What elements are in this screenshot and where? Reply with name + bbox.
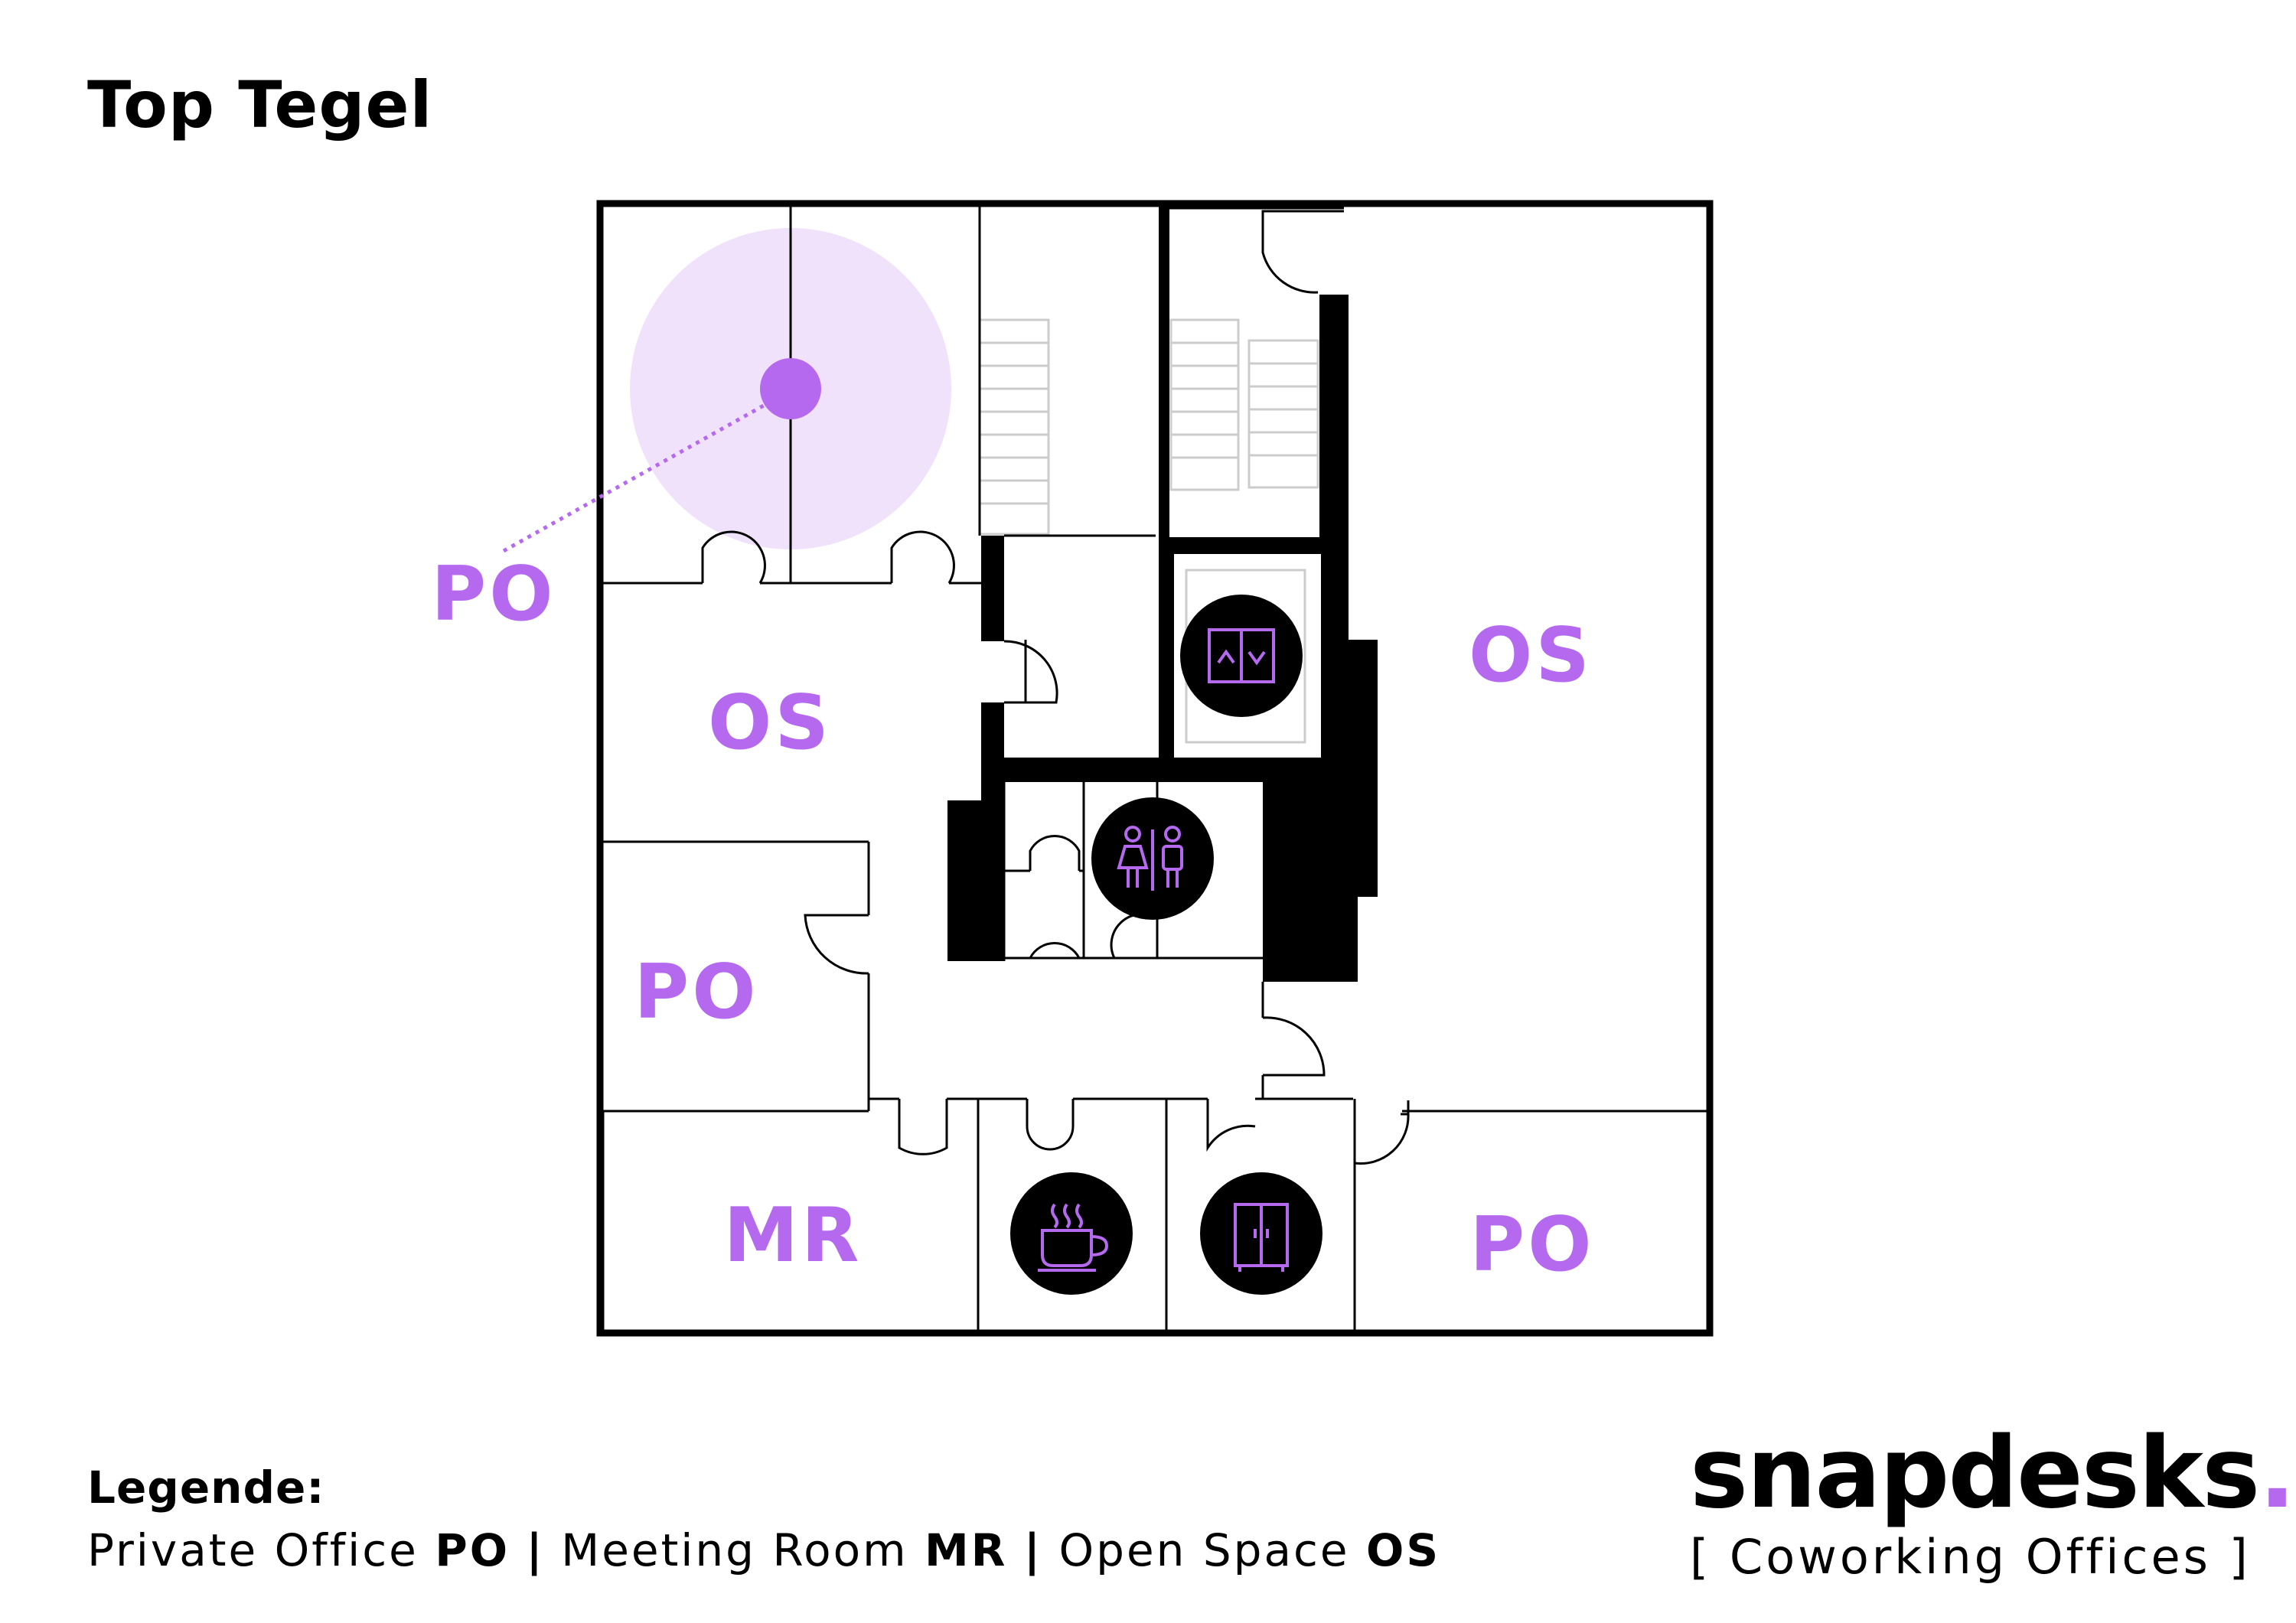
legend-title: Legende: [87,1462,325,1514]
brand-name: snapdesks. [1690,1425,2296,1523]
brand-logo: snapdesks. [ Coworking Offices ] [1690,1425,2296,1586]
legend-item-mr-code: MR [925,1524,1008,1576]
elevator-icon [1180,595,1303,717]
room-label-os-right: OS [1469,612,1593,699]
door-swings [701,210,1410,1165]
core-walls [947,207,1378,982]
room-label-po-left: PO [634,949,758,1036]
brand-dot: . [2258,1416,2296,1530]
room-label-po-bottom-right: PO [1469,1201,1594,1289]
brand-wordmark: snapdesks [1690,1416,2260,1530]
legend-item-po-code: PO [435,1524,510,1576]
brand-subtitle: [ Coworking Offices ] [1690,1529,2251,1585]
room-label-po-top-left: PO [431,551,556,638]
room-label-os-left: OS [708,680,832,767]
legend-item-po-text: Private Office [87,1524,419,1576]
legend-item-mr-text: Meeting Room [561,1524,908,1576]
outer-wall [596,200,1714,1337]
coffee-icon [1010,1172,1133,1295]
wardrobe-icon [1200,1172,1322,1295]
restroom-icon [1091,797,1214,920]
legend-separator: | [1023,1524,1043,1576]
legend: Private Office PO | Meeting Room MR | Op… [87,1524,1440,1576]
legend-separator: | [526,1524,545,1576]
legend-item-os-code: OS [1366,1524,1441,1576]
stairs [978,318,1319,744]
legend-item-os-text: Open Space [1058,1524,1350,1576]
page-title: Top Tegel [87,67,433,142]
location-marker [760,358,821,419]
room-label-mr: MR [724,1192,863,1279]
